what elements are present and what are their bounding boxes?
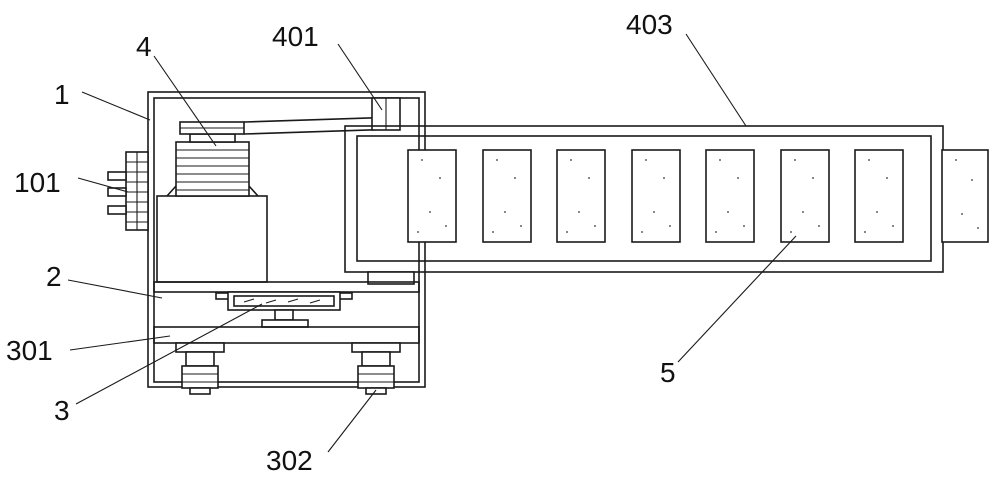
leader-401	[337, 43, 383, 111]
leader-403	[685, 33, 747, 127]
base-plate	[153, 326, 420, 344]
leader-3	[75, 303, 263, 405]
drive-belt	[243, 97, 401, 135]
item-4	[631, 149, 681, 243]
label-302: 302	[266, 445, 313, 476]
tray-assembly	[215, 291, 353, 328]
label-101: 101	[14, 167, 61, 198]
item-2	[482, 149, 532, 243]
caster-wheel-right	[351, 342, 401, 395]
leader-302	[327, 389, 377, 453]
conveyed-items	[407, 149, 979, 243]
reference-labels: 1 101 2 301 3 302 4 401 403 5	[6, 9, 676, 476]
item-5	[705, 149, 755, 243]
leader-5	[677, 235, 797, 363]
conveyor-housing	[344, 125, 989, 285]
label-1: 1	[54, 79, 70, 110]
leader-2	[67, 279, 163, 299]
label-2: 2	[46, 261, 62, 292]
label-301: 301	[6, 335, 53, 366]
item-6	[780, 149, 830, 243]
caster-wheel-left	[175, 342, 225, 395]
label-401: 401	[272, 21, 319, 52]
label-5: 5	[660, 357, 676, 388]
side-control-box	[107, 151, 149, 231]
leader-lines	[67, 33, 797, 453]
item-3	[556, 149, 606, 243]
leader-301	[69, 335, 171, 351]
item-1	[407, 149, 457, 243]
label-403: 403	[626, 9, 673, 40]
item-7	[854, 149, 904, 243]
leader-1	[81, 91, 151, 121]
leader-101	[77, 177, 129, 193]
item-dots	[417, 159, 979, 233]
motor-assembly	[156, 121, 268, 283]
leader-4	[153, 55, 217, 147]
label-3: 3	[54, 395, 70, 426]
label-4: 4	[136, 31, 152, 62]
